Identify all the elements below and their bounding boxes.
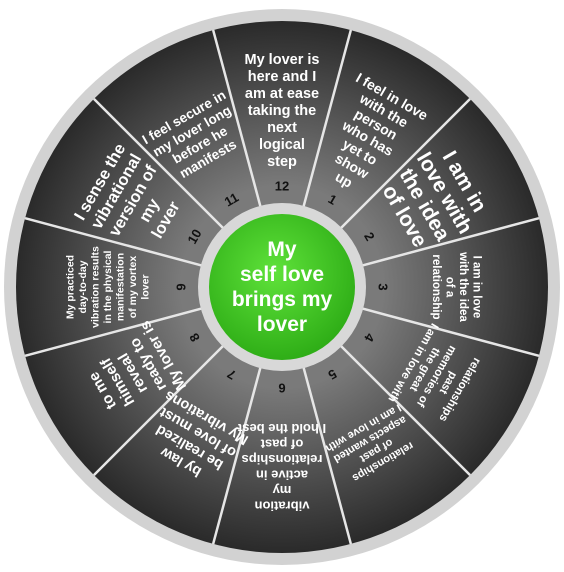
segment-divider (360, 216, 540, 267)
segment-text-line: active in (256, 467, 308, 482)
segment-text-line: manifestation (115, 253, 127, 321)
segment-divider (339, 98, 471, 230)
segment-text-line: in the physical (102, 250, 114, 323)
segment-divider (93, 344, 225, 476)
segment-text-line: taking the (248, 103, 316, 119)
segment-text-line: here and I (248, 69, 317, 85)
segment-divider (339, 344, 471, 476)
segment-text-line: lover (140, 274, 152, 299)
segment-text-line: step (267, 154, 297, 170)
segment-text-line: My lover is (245, 52, 320, 68)
segment-text-line: vibration (254, 498, 309, 513)
segment-divider (24, 216, 204, 267)
segment-dividers (24, 29, 540, 545)
segment-number-12: 12 (275, 179, 289, 194)
segment-text-line: logical (259, 137, 305, 153)
segment-divider (302, 29, 353, 209)
segment-text-line: of my vortex (127, 256, 139, 319)
segment-divider (302, 365, 353, 545)
segment-text-line: I am in love (470, 256, 482, 319)
segment-divider (93, 98, 225, 230)
segment-text-line: relationship (430, 254, 442, 319)
segment-text-line: my (272, 483, 292, 498)
segment-text-line: of a (443, 277, 455, 298)
segment-text-line: with the idea (457, 251, 469, 322)
center-text-line: lover (257, 313, 307, 336)
segment-divider (211, 29, 262, 209)
segment-divider (360, 307, 540, 358)
segment-number-11: 11 (222, 190, 241, 210)
segment-divider (211, 365, 262, 545)
segment-number-10: 10 (184, 226, 204, 246)
center-text-line: self love (240, 263, 324, 286)
segment-divider (24, 307, 204, 358)
center-text-line: brings my (232, 288, 333, 311)
segment-number-9: 9 (174, 283, 189, 290)
segment-text-line: I hold the best (237, 421, 326, 436)
segment-text-line: am at ease (245, 86, 319, 102)
segment-text-line: day-to-day (77, 260, 89, 313)
segment-text-line: up (333, 168, 356, 190)
center-text-line: My (267, 238, 296, 261)
center-circle (209, 214, 355, 360)
segment-text-line: relationships (242, 452, 323, 467)
segment-number-6: 6 (278, 381, 285, 396)
segment-text-line: of past (260, 436, 303, 451)
segment-text-line: My practiced (65, 255, 77, 319)
segment-number-3: 3 (376, 283, 391, 290)
segment-text-line: vibration results (90, 246, 102, 328)
segment-text-line: next (267, 120, 297, 136)
